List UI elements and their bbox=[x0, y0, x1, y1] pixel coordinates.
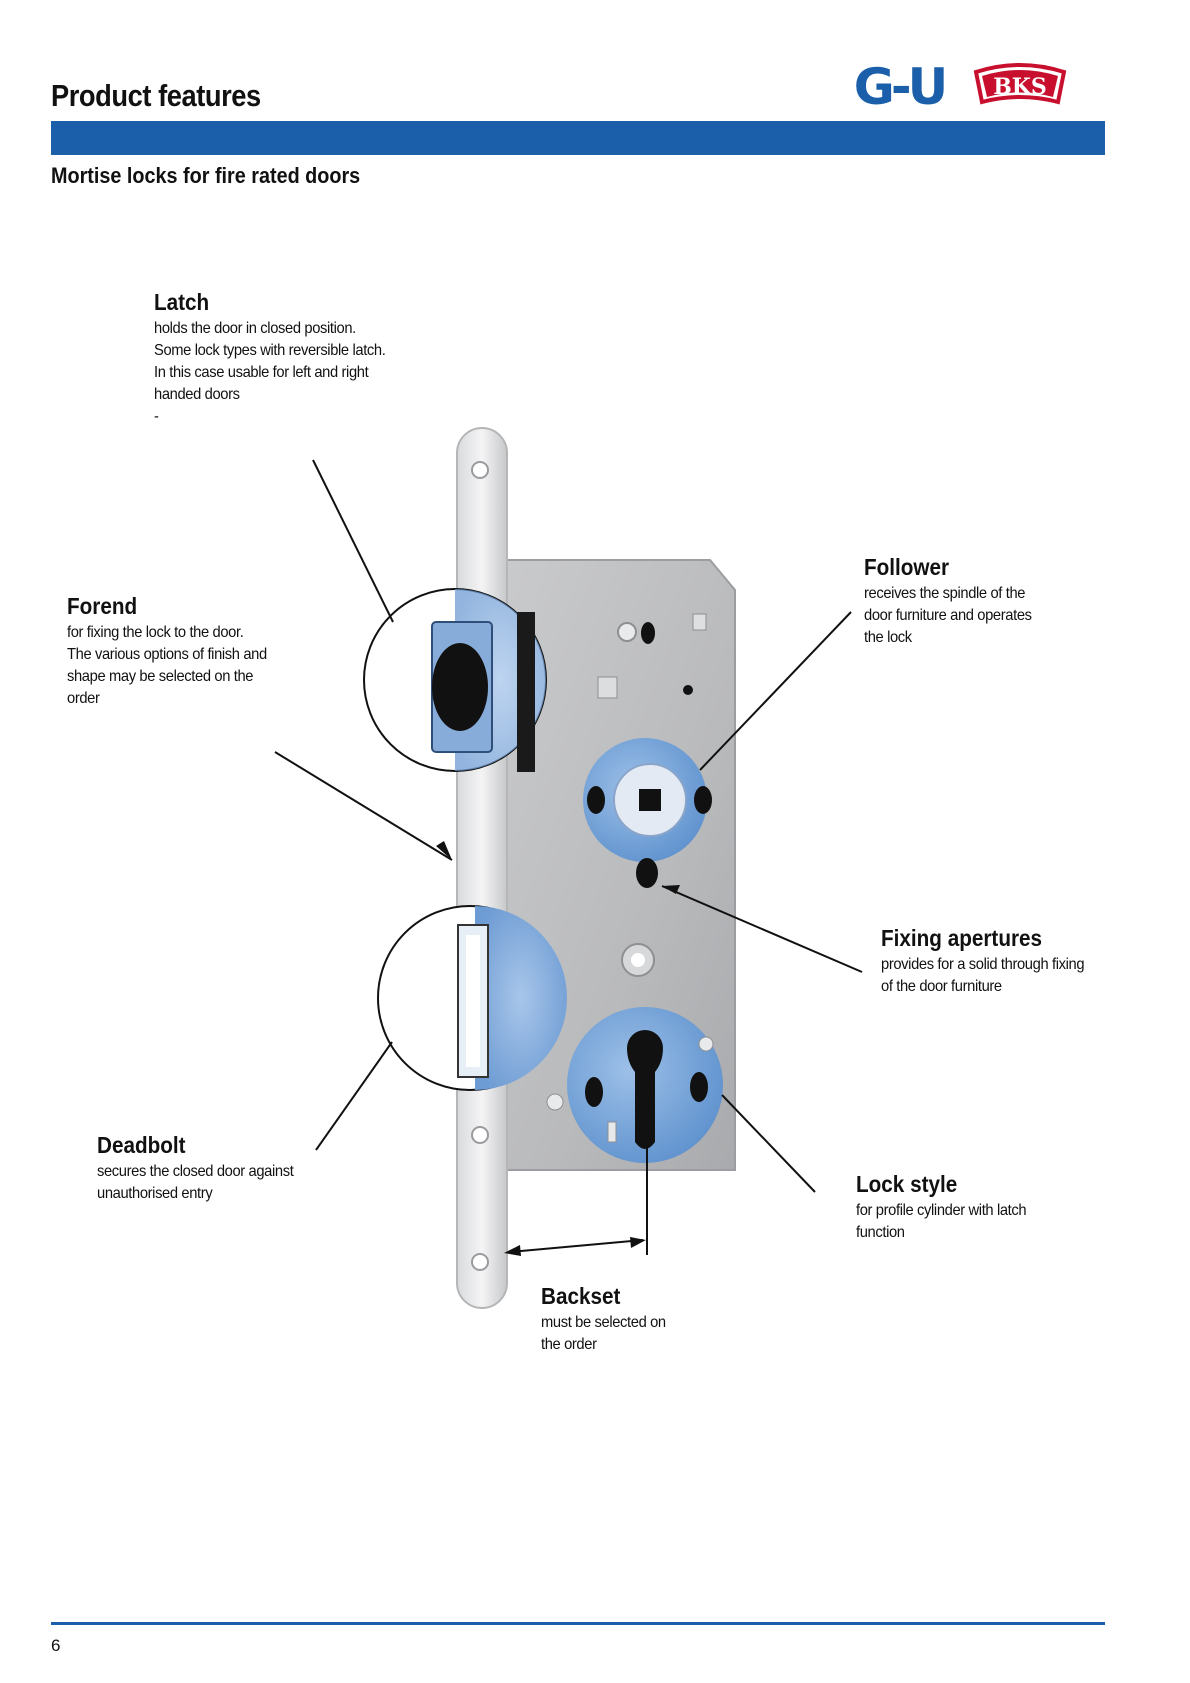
callout-fixing-title: Fixing apertures bbox=[881, 925, 1043, 951]
deadbolt-leader bbox=[315, 1041, 393, 1151]
bks-logo: BKS bbox=[973, 63, 1067, 105]
callout-lock-style: Lock style for profile cylinder with lat… bbox=[856, 1170, 1041, 1244]
case-screw bbox=[617, 622, 637, 642]
callout-follower-title: Follower bbox=[864, 554, 950, 580]
follower-fixing-right bbox=[694, 786, 712, 814]
forend-screw-middle bbox=[471, 1126, 489, 1144]
callout-backset-description: must be selected on the order bbox=[541, 1314, 666, 1353]
forend-screw-top bbox=[471, 461, 489, 479]
callout-latch-description: holds the door in closed position. Some … bbox=[154, 320, 386, 425]
callout-forend-title: Forend bbox=[67, 593, 138, 619]
follower-fixing-left bbox=[587, 786, 605, 814]
callout-backset-title: Backset bbox=[541, 1283, 621, 1309]
forend-plate bbox=[456, 427, 508, 1309]
callout-deadbolt-description: secures the closed door against unauthor… bbox=[97, 1163, 294, 1202]
case-slot-left bbox=[597, 676, 618, 699]
callout-deadbolt-title: Deadbolt bbox=[97, 1132, 186, 1158]
footer-line bbox=[51, 1622, 1105, 1625]
backset-dimension-line bbox=[509, 1239, 644, 1253]
lockstyle-leader bbox=[721, 1094, 816, 1193]
header-bar bbox=[51, 121, 1105, 155]
callout-latch: Latch holds the door in closed position.… bbox=[154, 288, 406, 428]
callout-fixing-apertures: Fixing apertures provides for a solid th… bbox=[881, 924, 1102, 998]
latch-leader bbox=[312, 459, 394, 623]
gu-logo-text: G-U bbox=[854, 60, 945, 110]
callout-fixing-description: provides for a solid through fixing of t… bbox=[881, 956, 1085, 995]
profile-cylinder-hole bbox=[627, 1030, 663, 1149]
fixing-aperture bbox=[636, 858, 658, 888]
forend-leader bbox=[274, 751, 453, 861]
callout-latch-title: Latch bbox=[154, 289, 210, 315]
backset-arrowhead-right bbox=[630, 1237, 646, 1248]
fixing-leader bbox=[661, 885, 863, 973]
callout-lockstyle-description: for profile cylinder with latch function bbox=[856, 1202, 1027, 1241]
case-screw-lower-center bbox=[631, 953, 645, 967]
follower-spindle-square bbox=[639, 789, 661, 811]
gu-logo: G-U bbox=[854, 60, 948, 110]
callout-follower: Follower receives the spindle of the doo… bbox=[864, 553, 1046, 649]
case-hole bbox=[641, 622, 655, 644]
cylinder-fixing-right bbox=[690, 1072, 708, 1102]
backset-arrowhead-left bbox=[504, 1245, 521, 1256]
callout-forend-description: for fixing the lock to the door. The var… bbox=[67, 624, 267, 707]
callout-forend: Forend for fixing the lock to the door. … bbox=[67, 592, 284, 710]
deadbolt-zoom bbox=[377, 905, 567, 1091]
latch-zoom bbox=[363, 588, 547, 772]
lock-style-slot bbox=[607, 1121, 617, 1143]
page-title: Product features bbox=[51, 78, 261, 113]
forend-screw-bottom bbox=[471, 1253, 489, 1271]
callout-lockstyle-title: Lock style bbox=[856, 1171, 958, 1197]
bks-logo-text: BKS bbox=[993, 74, 1047, 100]
page-subtitle: Mortise locks for fire rated doors bbox=[51, 163, 361, 188]
callout-deadbolt: Deadbolt secures the closed door against… bbox=[97, 1131, 311, 1205]
forend-arrowhead bbox=[436, 841, 452, 860]
page-number: 6 bbox=[51, 1636, 61, 1655]
callout-backset: Backset must be selected on the order bbox=[541, 1282, 677, 1356]
case-pin bbox=[683, 685, 693, 695]
case-slot bbox=[692, 613, 707, 631]
cylinder-rose-screw-top bbox=[698, 1036, 714, 1052]
cylinder-rose-screw bbox=[546, 1093, 564, 1111]
cylinder-fixing-left bbox=[585, 1077, 603, 1107]
callout-follower-description: receives the spindle of the door furnitu… bbox=[864, 585, 1032, 646]
follower-leader bbox=[699, 611, 852, 771]
fixing-arrowhead bbox=[662, 885, 680, 894]
